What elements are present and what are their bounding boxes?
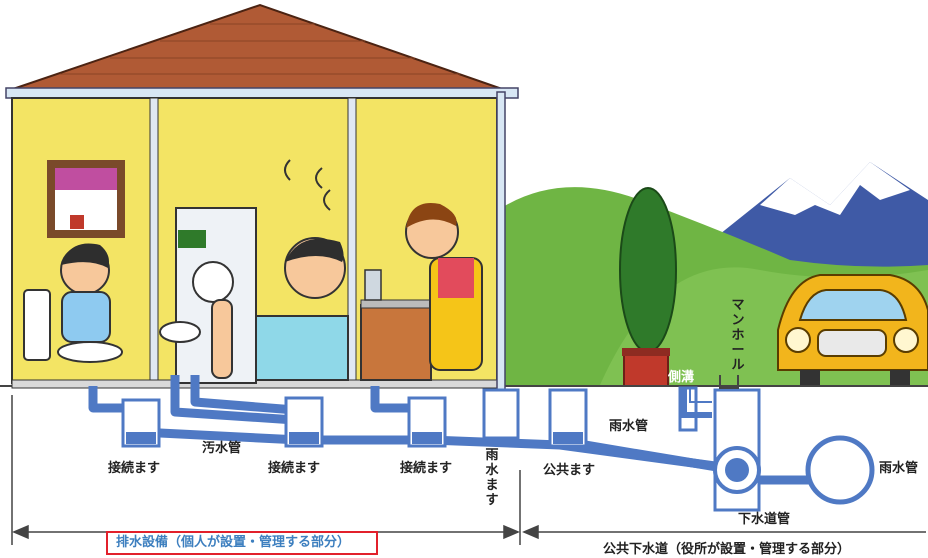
manhole — [713, 375, 761, 512]
caption-private-section: 排水設備（個人が設置・管理する部分） — [106, 531, 378, 555]
house — [5, 3, 519, 393]
label-sewage-pipe: 汚水管 — [202, 441, 242, 456]
label-public-box: 公共ます — [543, 463, 596, 478]
label-rainwater-pipe-2: 雨水管 — [879, 461, 919, 476]
label-sewer-main: 下水道管 — [738, 512, 791, 527]
caption-public-section: 公共下水道（役所が設置・管理する部分） — [603, 542, 851, 557]
public-pipes — [584, 440, 820, 485]
tree — [619, 187, 677, 387]
label-manhole: マンホール — [731, 298, 745, 373]
roof — [9, 3, 506, 91]
label-rainwater-box: 雨水ます — [485, 448, 499, 508]
label-connection-box-1: 接続ます — [108, 461, 161, 476]
car — [777, 274, 928, 386]
label-connection-box-3: 接続ます — [400, 461, 453, 476]
label-side-ditch: 側溝 — [668, 370, 695, 385]
label-rainwater-pipe-1: 雨水管 — [609, 419, 649, 434]
label-connection-box-2: 接続ます — [268, 461, 321, 476]
rainwater-pipe-section — [805, 435, 875, 505]
mountain-snow — [760, 162, 910, 215]
